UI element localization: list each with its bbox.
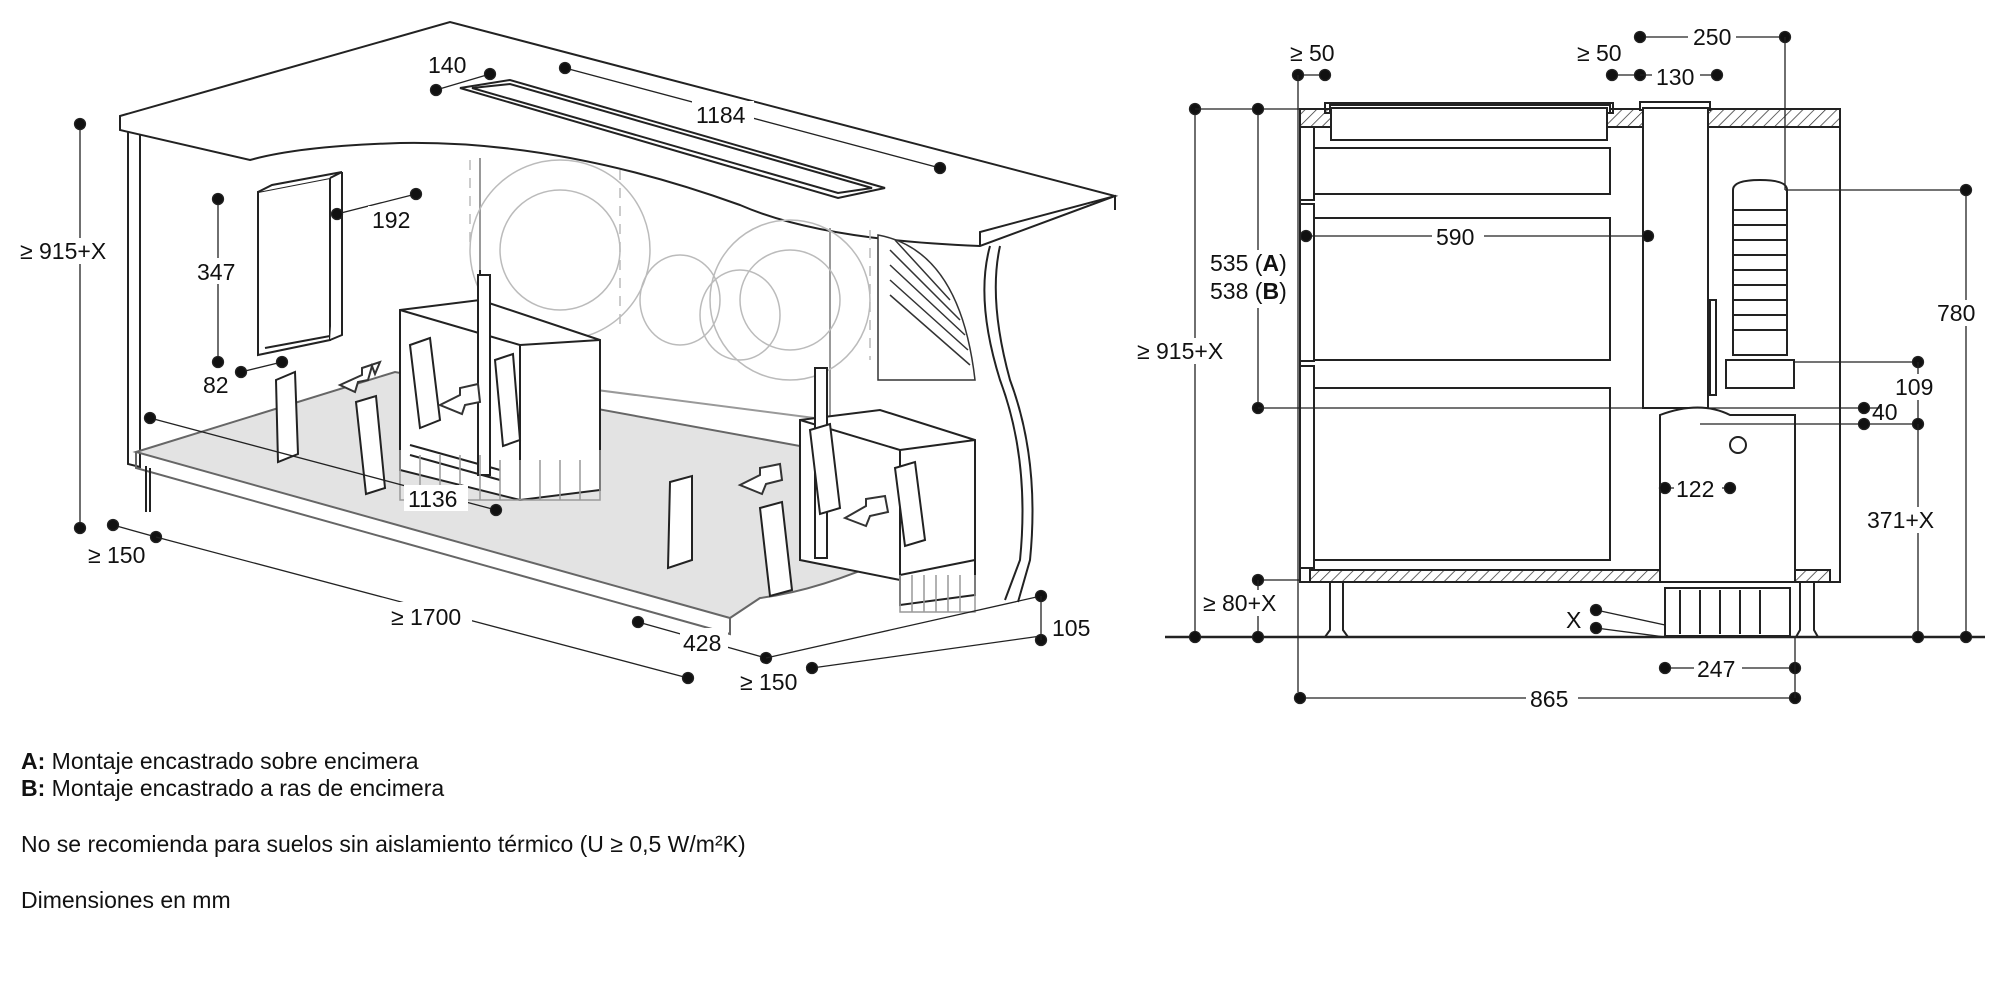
- drawer-2: [1313, 217, 1611, 361]
- dim-duct-width: 130: [1656, 64, 1694, 90]
- dim-fan-base: 247: [1697, 656, 1735, 682]
- note-a: A: Montaje encastrado sobre encimera: [21, 748, 1121, 775]
- note-a-text: Montaje encastrado sobre encimera: [51, 748, 419, 774]
- isometric-view: [119, 20, 1119, 636]
- filter-cassette: [257, 171, 343, 357]
- curved-end-panel: [983, 245, 1034, 603]
- dim-height-a: 535 (A): [1210, 250, 1287, 276]
- dim-hood-length: 1184: [696, 102, 746, 128]
- note-b: B: Montaje encastrado a ras de encimera: [21, 775, 1121, 802]
- note-units: Dimensiones en mm: [21, 887, 231, 913]
- dim-front-gap: ≥ 50: [1577, 40, 1622, 66]
- dim-height-b-key: B: [1262, 278, 1279, 304]
- note-b-key: B:: [21, 775, 46, 801]
- note-floor: No se recomienda para suelos sin aislami…: [21, 831, 746, 857]
- airflow-arrows: [337, 360, 890, 528]
- dim-base-depth: 428: [683, 630, 721, 656]
- dim-plinth-variable: X: [1566, 607, 1581, 633]
- section-view: [1165, 101, 1985, 639]
- left-dimension-labels: 140 1184 ≥ 915+X 192 347 82 1136 ≥ 150 ≥…: [18, 50, 1090, 695]
- dim-filter-height: 347: [197, 259, 235, 285]
- dim-rear-gap: ≥ 50: [1290, 40, 1335, 66]
- dim-clearance: 40: [1872, 399, 1898, 425]
- dim-drawer-depth: 590: [1436, 224, 1474, 250]
- dim-height-b: 538 (B): [1210, 278, 1287, 304]
- duct-channel: [1642, 107, 1709, 409]
- drawer-1: [1313, 147, 1611, 195]
- dim-filter-offset: 82: [203, 372, 229, 398]
- cabinet-legs: [1323, 582, 1820, 638]
- radiator-grid: [399, 450, 976, 613]
- dim-cabinet-height: ≥ 915+X: [20, 238, 106, 264]
- note-a-key: A:: [21, 748, 46, 774]
- drawer-front-1: [1299, 126, 1315, 201]
- dim-unit-depth: 250: [1693, 24, 1731, 50]
- dim-height-b-value: 538: [1210, 278, 1248, 304]
- dim-height-a-key: A: [1262, 250, 1279, 276]
- dim-fan-height: 371+X: [1867, 507, 1934, 533]
- drawer-3: [1313, 387, 1611, 561]
- dim-total-width: ≥ 1700: [391, 604, 461, 630]
- drawer-front-3: [1299, 365, 1315, 569]
- dim-plinth-side: ≥ 150: [740, 669, 797, 695]
- dim-plinth-depth: ≥ 150: [88, 542, 145, 568]
- hood-slot: [459, 78, 886, 200]
- dim-motor-height: 780: [1937, 300, 1975, 326]
- dim-plinth-height: ≥ 80+X: [1203, 590, 1276, 616]
- dim-hood-width: 140: [428, 52, 466, 78]
- dim-base-width: 1136: [408, 486, 457, 512]
- note-b-text: Montaje encastrado a ras de encimera: [51, 775, 445, 801]
- fan-wheel: [877, 234, 976, 381]
- dim-motor-block: 109: [1895, 374, 1933, 400]
- dim-cabinet-depth: 865: [1530, 686, 1568, 712]
- drawer-front-2: [1299, 203, 1315, 362]
- notes-block: A: Montaje encastrado sobre encimera B: …: [21, 748, 1121, 914]
- dim-total-height: ≥ 915+X: [1137, 338, 1223, 364]
- dim-fan-width: 122: [1676, 476, 1714, 502]
- right-dimension-labels: ≥ 50 ≥ 50 250 130 535 (A) 538 (B) 590 ≥ …: [1135, 24, 1984, 712]
- motor-unit-right: [799, 367, 976, 607]
- dim-plinth-front: 105: [1052, 615, 1090, 641]
- rear-panel: [479, 158, 831, 422]
- louvre-panels: [274, 336, 927, 598]
- fan-motor: [1659, 178, 1796, 637]
- cabinet-side-panel: [127, 132, 141, 469]
- dim-filter-width: 192: [372, 207, 410, 233]
- dim-height-a-value: 535: [1210, 250, 1248, 276]
- cable-connector: [1729, 436, 1747, 454]
